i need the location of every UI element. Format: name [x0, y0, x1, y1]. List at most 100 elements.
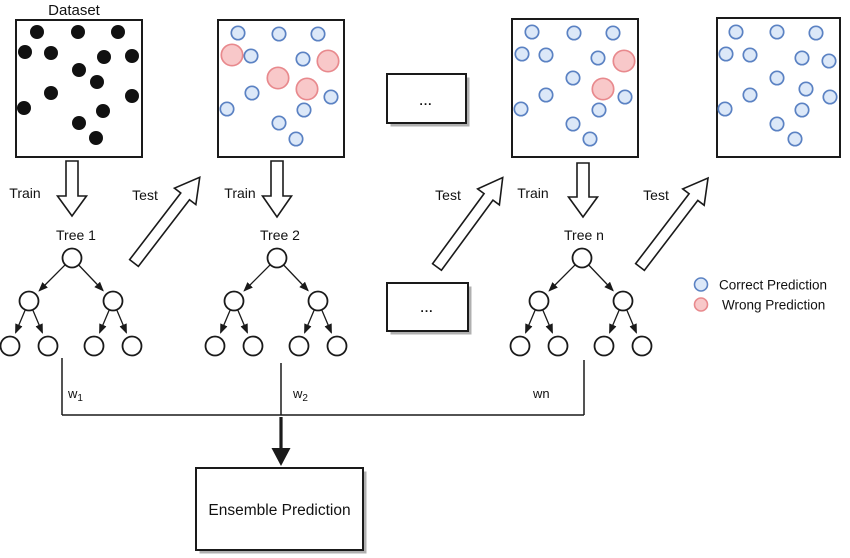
dot-blue — [566, 25, 582, 41]
dot-black — [30, 25, 44, 39]
dot-blue — [769, 24, 785, 40]
dot-blue — [717, 101, 733, 117]
dot-blue — [821, 53, 837, 69]
dot-blue — [219, 101, 235, 117]
train-label-1: Train — [9, 185, 40, 201]
dataset-final — [716, 17, 841, 158]
dot-blue — [787, 131, 803, 147]
dot-black — [89, 131, 103, 145]
tree-node — [288, 335, 310, 357]
dot-blue — [769, 70, 785, 86]
tree-edge — [548, 264, 576, 292]
dot-red — [591, 77, 615, 101]
dot-black — [72, 116, 86, 130]
ellipsis-box-top: ... — [386, 73, 470, 127]
dot-blue — [605, 25, 621, 41]
tree-node — [18, 290, 40, 312]
tree-edge — [542, 309, 553, 334]
tree-node — [37, 335, 59, 357]
dataset-boxes — [15, 17, 841, 158]
weight-label-2: w2 — [292, 386, 308, 404]
dot-black — [97, 50, 111, 64]
dot-blue — [323, 89, 339, 105]
legend-label-correct: Correct Prediction — [719, 278, 827, 293]
wrong-prediction-icon — [693, 297, 709, 312]
tree-edge — [283, 264, 309, 292]
weight-label-n: wn — [532, 386, 550, 401]
dot-blue — [565, 116, 581, 132]
tree-node — [266, 247, 288, 269]
test-label-1: Test — [132, 187, 158, 203]
dot-blue — [538, 87, 554, 103]
dot-black — [72, 63, 86, 77]
ellipsis-box-middle-frame — [386, 282, 469, 332]
tree-node — [223, 290, 245, 312]
legend: Correct Prediction Wrong Prediction — [693, 277, 827, 313]
tree-edge — [626, 309, 637, 334]
tree-edge — [609, 309, 620, 334]
dot-red — [266, 66, 290, 90]
dataset-round-n — [511, 18, 639, 158]
tree-node — [307, 290, 329, 312]
dot-blue — [296, 102, 312, 118]
dot-blue — [565, 70, 581, 86]
tree-node — [242, 335, 264, 357]
test-arrow-1 — [128, 176, 201, 268]
dot-black — [44, 86, 58, 100]
ensemble-box-frame — [195, 467, 364, 551]
dataset-round-n-frame — [511, 18, 639, 158]
dot-blue — [822, 89, 838, 105]
dot-blue — [742, 87, 758, 103]
ensemble-arrow-head — [271, 448, 291, 466]
dot-blue — [310, 26, 326, 42]
tree-edge — [116, 309, 127, 334]
decision-trees — [0, 247, 653, 357]
tree-node — [102, 290, 124, 312]
dot-black — [17, 101, 31, 115]
tree-edge — [220, 309, 231, 334]
dot-blue — [271, 115, 287, 131]
test-label-2: Test — [435, 187, 461, 203]
train-arrow-2 — [260, 160, 294, 219]
ellipsis-box-top-frame — [386, 73, 467, 124]
dot-blue — [524, 24, 540, 40]
tree-node — [631, 335, 653, 357]
dot-blue — [742, 47, 758, 63]
dot-blue — [513, 101, 529, 117]
tree-edge — [78, 264, 104, 292]
dot-blue — [728, 24, 744, 40]
dot-blue — [794, 50, 810, 66]
test-label-n: Test — [643, 187, 669, 203]
test-arrow-2 — [431, 176, 504, 272]
tree-edge — [321, 309, 332, 334]
ellipsis-label: ... — [419, 94, 432, 108]
test-arrow-n — [634, 176, 710, 272]
ensemble-prediction-box: Ensemble Prediction — [195, 467, 367, 554]
dot-red — [316, 49, 340, 73]
train-arrow-n — [566, 162, 600, 219]
tree-node — [83, 335, 105, 357]
train-label-2: Train — [224, 185, 255, 201]
dot-blue — [295, 51, 311, 67]
dot-blue — [288, 131, 304, 147]
dot-blue — [718, 46, 734, 62]
tree-node — [571, 247, 593, 269]
tree-1 — [0, 247, 143, 357]
dot-red — [612, 49, 636, 73]
correct-prediction-icon — [693, 277, 709, 292]
dot-black — [44, 46, 58, 60]
ellipsis-box-middle: ... — [386, 282, 472, 335]
dataset-original-frame — [15, 19, 143, 158]
tree-3 — [509, 247, 653, 357]
dot-blue — [514, 46, 530, 62]
tree-edge — [99, 309, 110, 334]
dot-blue — [271, 26, 287, 42]
dataset-title: Dataset — [48, 2, 101, 19]
dot-red — [295, 77, 319, 101]
tree-2-label: Tree 2 — [260, 227, 300, 243]
dot-blue — [617, 89, 633, 105]
dot-black — [71, 25, 85, 39]
tree-n-label: Tree n — [564, 227, 604, 243]
